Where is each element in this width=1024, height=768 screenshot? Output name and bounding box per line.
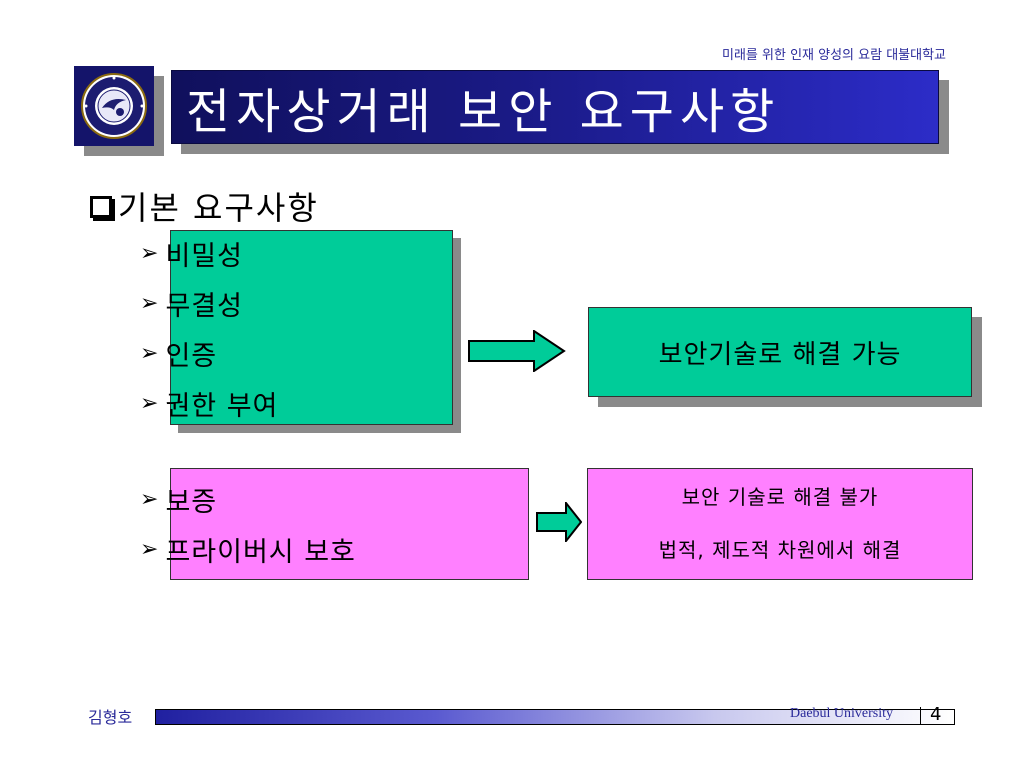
list-item-text: 프라이버시 보호 <box>165 536 356 568</box>
logo <box>74 66 154 146</box>
author-name: 김형호 <box>88 708 133 727</box>
university-name: Daebul University <box>790 706 894 721</box>
solvable-result-text: 보안기술로 해결 가능 <box>658 339 902 370</box>
arrow-bullet-icon: ➢ <box>140 290 160 316</box>
list-item: ➢ 보증 <box>140 480 356 518</box>
unsolvable-box <box>170 468 529 580</box>
section-heading-text: 기본 요구사항 <box>118 189 319 227</box>
hollow-square-bullet-icon <box>90 196 112 218</box>
slide-title: 전자상거래 보안 요구사항 <box>186 84 781 140</box>
unsolvable-list: ➢ 보증 ➢ 프라이버시 보호 <box>140 480 356 568</box>
right-arrow-icon <box>468 330 566 372</box>
page-number: 4 <box>930 704 942 725</box>
list-item: ➢ 비밀성 <box>140 234 278 272</box>
list-item-text: 무결성 <box>165 290 243 322</box>
list-item-text: 권한 부여 <box>165 390 279 422</box>
solvable-box <box>170 230 453 425</box>
arrow-bullet-icon: ➢ <box>140 390 160 416</box>
arrow-bullet-icon: ➢ <box>140 536 160 562</box>
list-item: ➢ 권한 부여 <box>140 384 278 422</box>
title-bar: 전자상거래 보안 요구사항 <box>171 70 939 144</box>
right-arrow-icon <box>536 502 582 542</box>
solvable-result: 보안기술로 해결 가능 <box>588 307 972 397</box>
arrow-bullet-icon: ➢ <box>140 340 160 366</box>
list-item-text: 보증 <box>165 486 218 518</box>
unsolvable-result-line2: 법적, 제도적 차원에서 해결 <box>658 538 902 562</box>
footer-bar <box>155 709 955 725</box>
list-item-text: 비밀성 <box>165 240 243 272</box>
list-item: ➢ 프라이버시 보호 <box>140 530 356 568</box>
list-item-text: 인증 <box>165 340 218 372</box>
slide-tagline: 미래를 위한 인재 양성의 요람 대불대학교 <box>722 48 946 63</box>
arrow-bullet-icon: ➢ <box>140 486 160 512</box>
list-item: ➢ 무결성 <box>140 284 278 322</box>
list-item: ➢ 인증 <box>140 334 278 372</box>
university-seal-icon <box>81 73 147 139</box>
unsolvable-result: 보안 기술로 해결 불가 법적, 제도적 차원에서 해결 <box>587 468 973 580</box>
section-heading: 기본 요구사항 <box>90 183 319 229</box>
solvable-list: ➢ 비밀성 ➢ 무결성 ➢ 인증 ➢ 권한 부여 <box>140 234 278 422</box>
page-divider <box>920 707 921 725</box>
arrow-bullet-icon: ➢ <box>140 240 160 266</box>
unsolvable-result-line1: 보안 기술로 해결 불가 <box>681 485 879 509</box>
